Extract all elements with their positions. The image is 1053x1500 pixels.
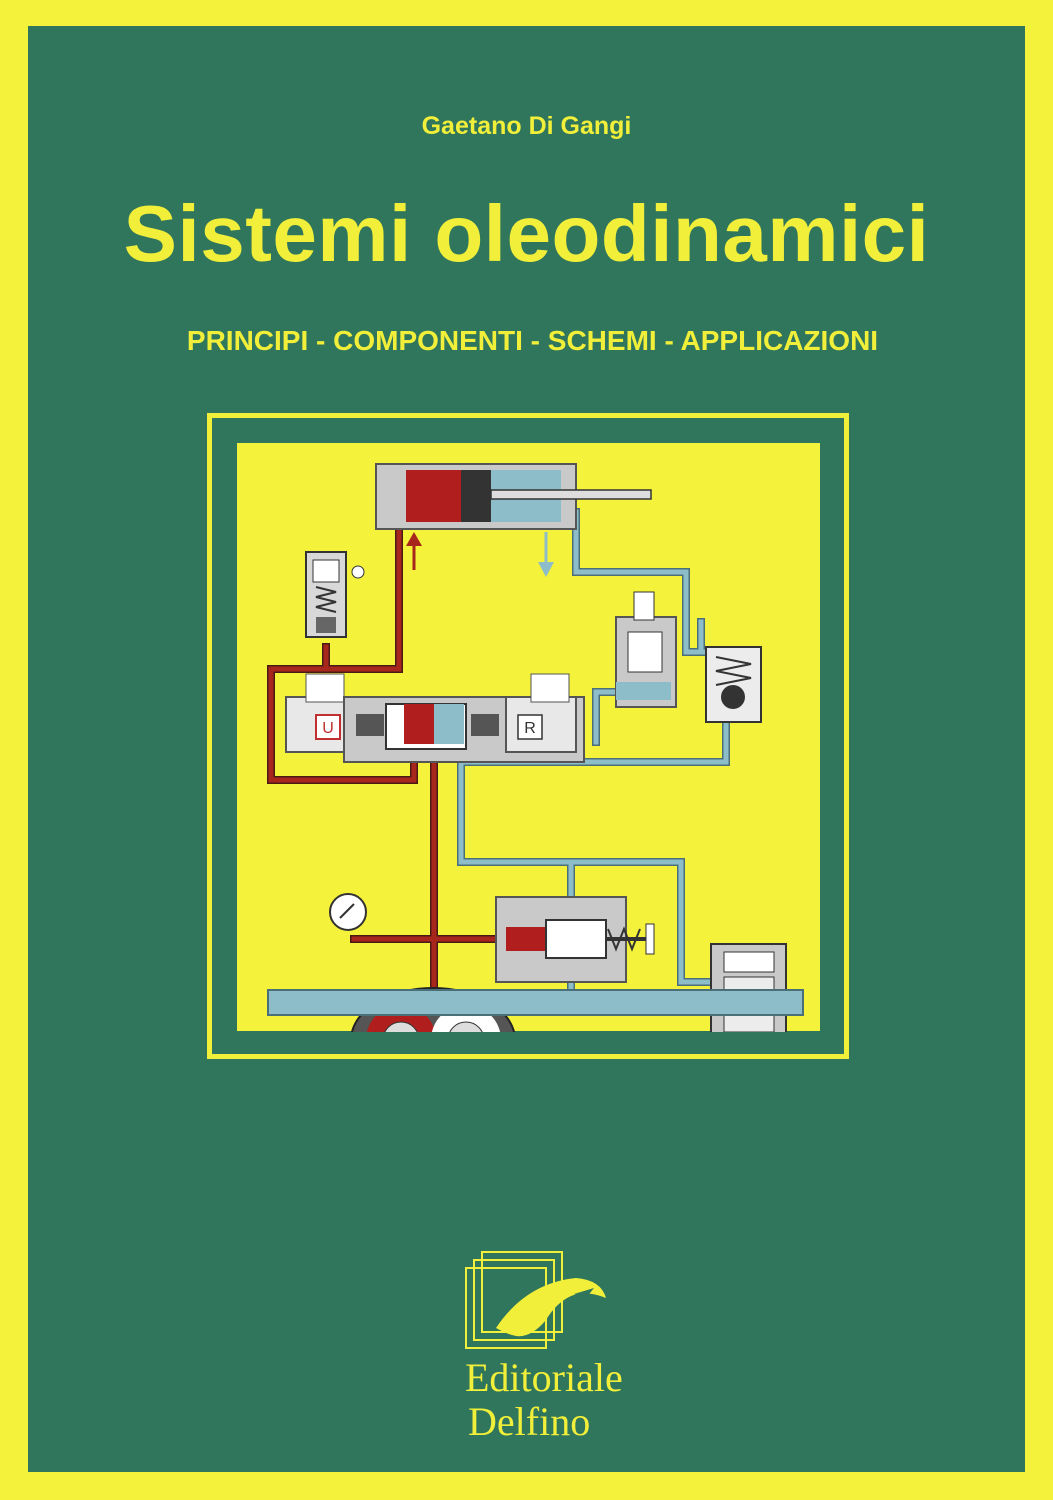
valve-right-label: R	[524, 720, 536, 737]
relief-valve	[495, 896, 655, 983]
directional-valve	[285, 673, 585, 763]
publisher-logo	[465, 1251, 606, 1349]
publisher-line1: Editoriale	[465, 1355, 623, 1400]
author-name: Gaetano Di Gangi	[421, 112, 632, 140]
valve-left-label: U	[322, 720, 334, 737]
book-title: Sistemi oleodinamici	[123, 189, 930, 278]
publisher-line2: Delfino	[468, 1399, 591, 1444]
flow-control-valve	[615, 591, 677, 708]
pressure-gauge	[329, 893, 367, 931]
book-subtitle: PRINCIPI - COMPONENTI - SCHEMI - APPLICA…	[186, 325, 879, 356]
accumulator	[710, 943, 787, 1032]
check-valve	[705, 646, 762, 723]
hydraulic-circuit-diagram: U R	[236, 442, 821, 1032]
hydraulic-cylinder	[375, 463, 652, 530]
pressure-switch	[305, 551, 365, 638]
diagram-frame	[207, 413, 849, 1059]
oil-tank	[267, 989, 804, 1016]
